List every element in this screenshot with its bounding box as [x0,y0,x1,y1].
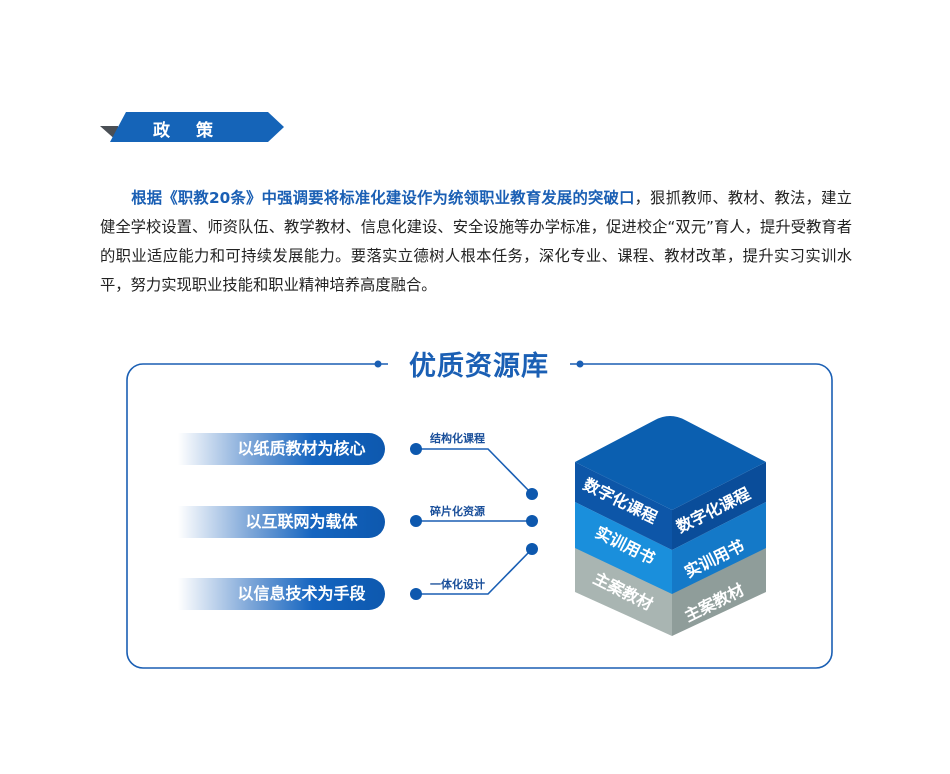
pillar-internet: 以互联网为载体 [178,506,385,538]
section-title: 政 策 [153,121,223,141]
title-dot-right [576,360,584,368]
stack-bottom-left [575,546,672,636]
connector-line-1 [416,448,533,495]
paragraph-body: ，狠抓教师、教材、教法，建立健全学校设置、师资队伍、教学教材、信息化建设、安全设… [100,189,852,294]
stack-top-right [672,462,766,550]
tag-structured: 结构化课程 [430,432,485,445]
tag-integrated: 一体化设计 [430,578,485,591]
connector-dot [410,443,422,455]
section-tab [100,112,284,142]
stack-bottom-right [672,546,766,636]
connector-dot [410,588,422,600]
stack-top-left [575,462,672,550]
connector-line-3 [416,548,533,595]
tag-fragmented: 碎片化资源 [430,505,485,518]
connector-dot [526,543,538,555]
tab-shape [110,112,284,142]
title-dot-left [374,360,382,368]
paragraph-highlight: 根据《职教20条》中强调要将标准化建设作为统领职业教育发展的突破口 [131,189,635,207]
stack-middle-left [575,502,672,594]
pillar-it: 以信息技术为手段 [178,578,385,610]
pillar-paper: 以纸质教材为核心 [178,433,385,465]
stack-top-face [575,416,766,510]
connector-dot [526,515,538,527]
policy-paragraph: 根据《职教20条》中强调要将标准化建设作为统领职业教育发展的突破口，狠抓教师、教… [100,184,852,300]
stack-middle-right [672,502,766,594]
resource-title: 优质资源库 [388,344,570,383]
connector-dot [526,488,538,500]
connector-dot [410,515,422,527]
